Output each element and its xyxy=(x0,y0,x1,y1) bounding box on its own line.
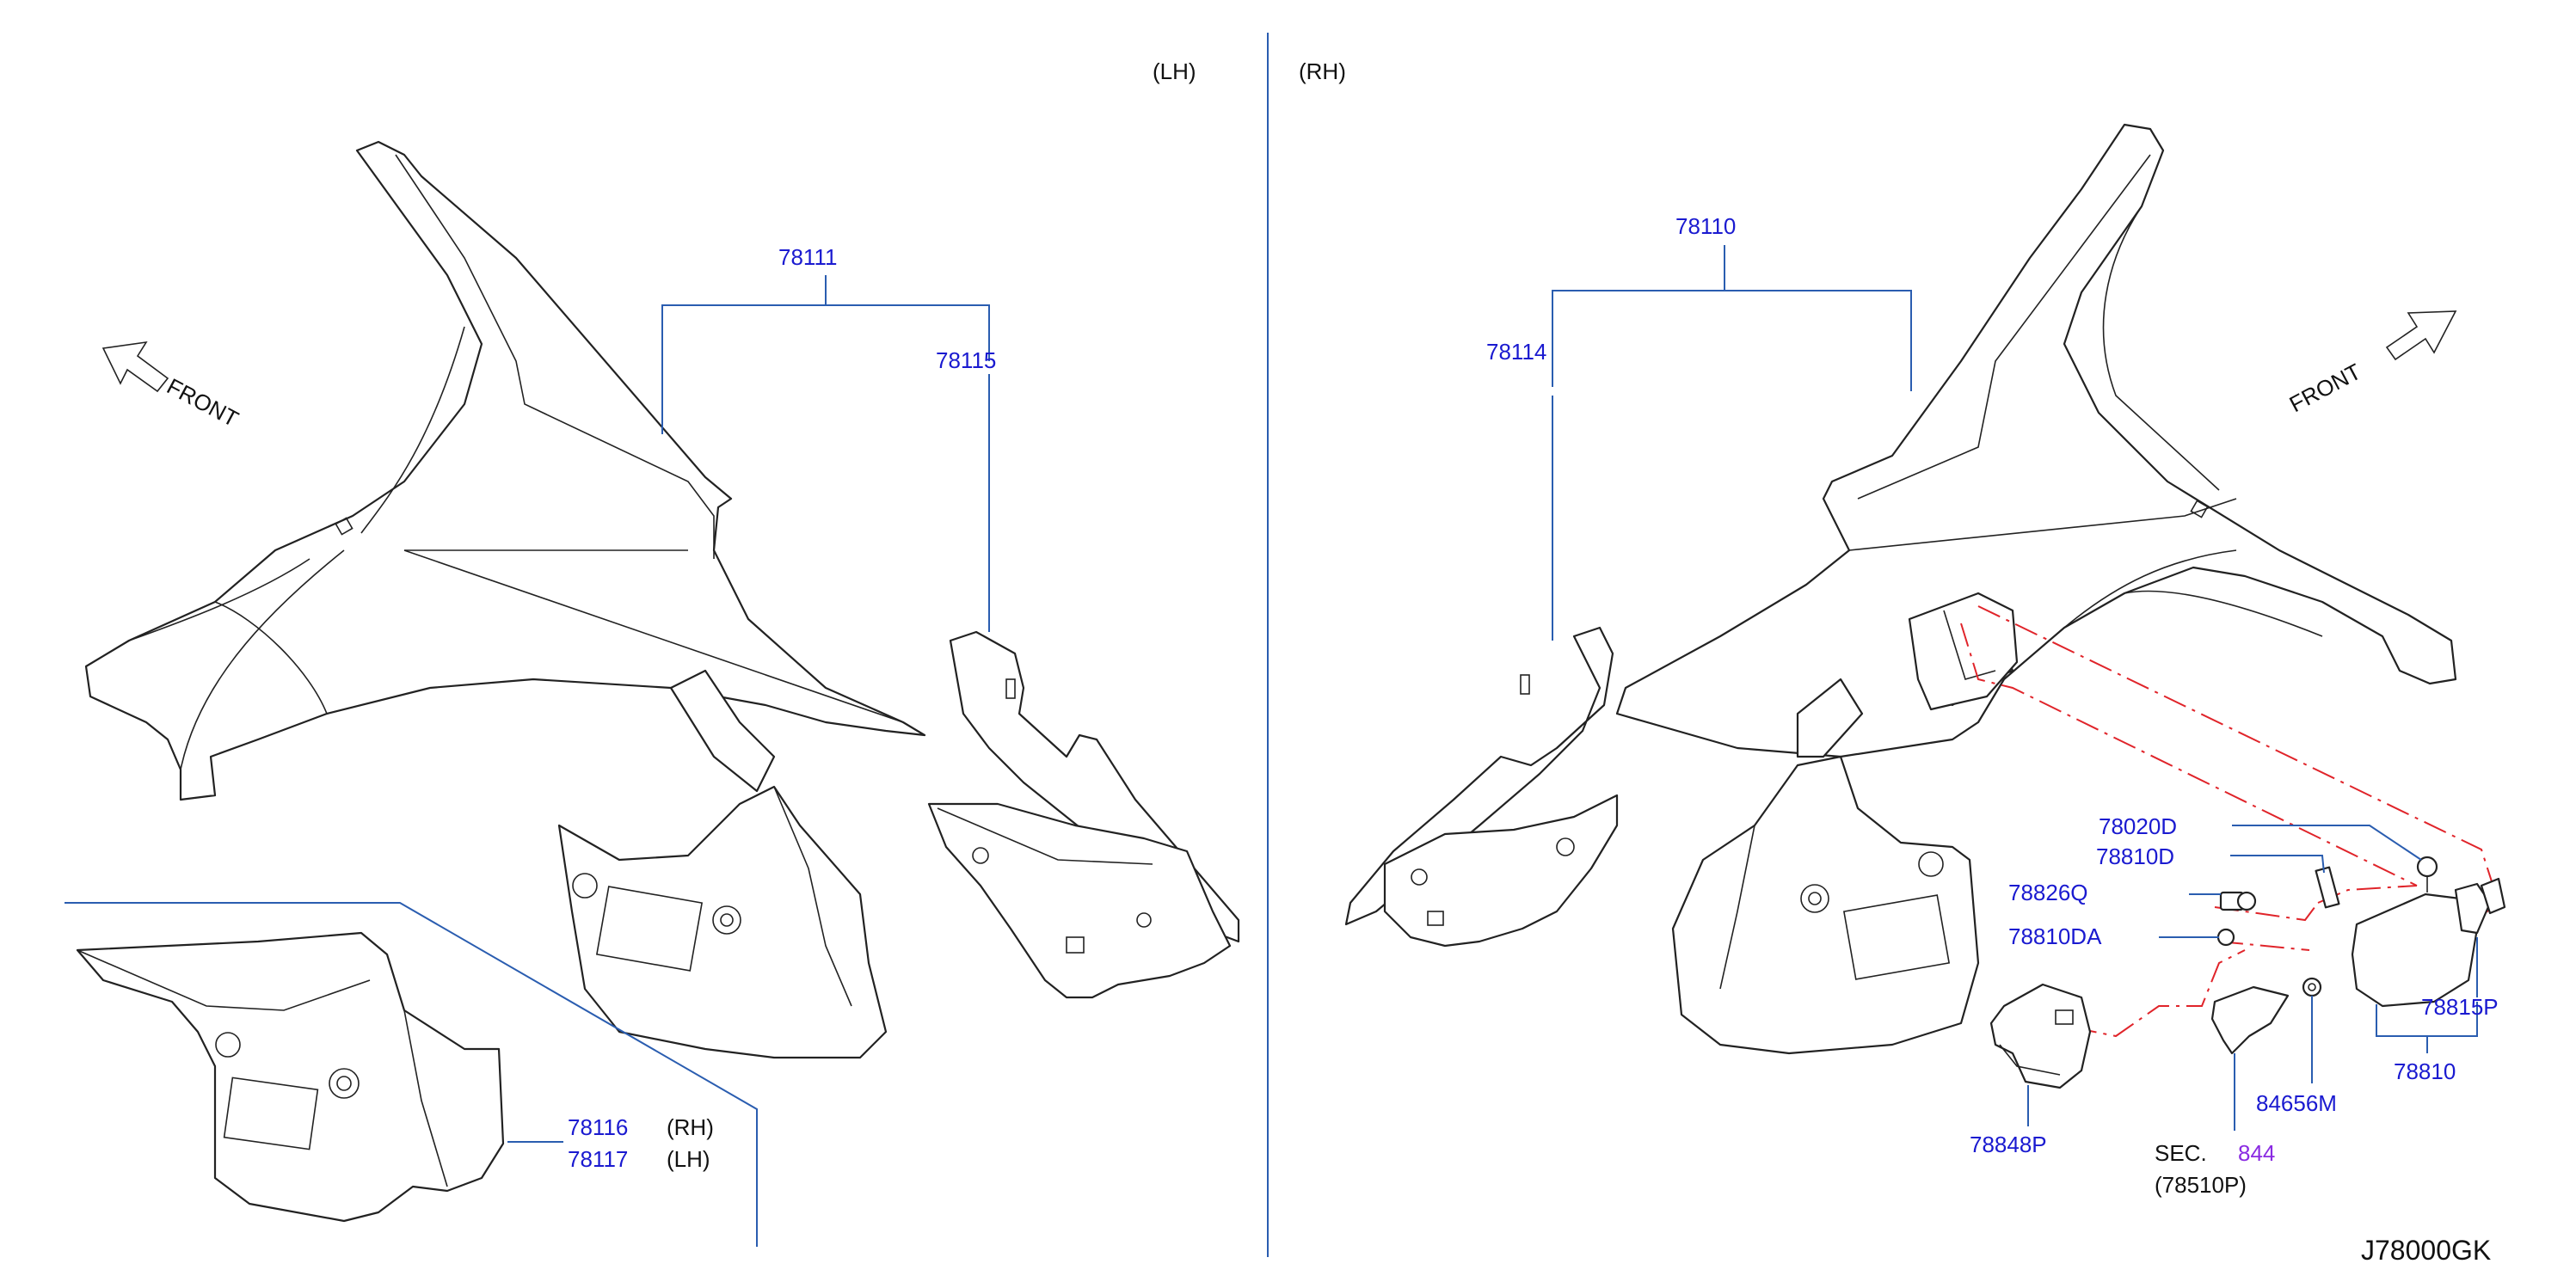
clip-78020d-icon xyxy=(2416,856,2438,893)
part-78115[interactable]: 78115 xyxy=(936,347,996,373)
actuator-sec844 xyxy=(2210,985,2290,1055)
inner-wheelhouse-lh xyxy=(557,669,888,1059)
part-84656m[interactable]: 84656M xyxy=(2256,1090,2337,1116)
diagram-code: J78000GK xyxy=(2361,1235,2491,1266)
bumper-78810da-icon xyxy=(2216,928,2235,947)
assembly-line-c xyxy=(2214,902,2319,922)
section-ref: (78510P) xyxy=(2155,1172,2247,1198)
part-78826q[interactable]: 78826Q xyxy=(2008,880,2088,905)
part-78810d[interactable]: 78810D xyxy=(2096,844,2174,869)
part-78848p[interactable]: 78848P xyxy=(1970,1132,2047,1157)
inset-panel-78116 xyxy=(76,931,505,1223)
spring-84656m-icon xyxy=(2302,977,2322,997)
part-78117[interactable]: 78117 xyxy=(568,1146,628,1172)
leader-78810d xyxy=(2230,855,2325,874)
inner-pieces-78114 xyxy=(1344,626,1619,948)
panel-78110 xyxy=(1615,123,2457,758)
part-78111[interactable]: 78111 xyxy=(778,244,837,270)
front-label-left: FRONT xyxy=(163,373,243,432)
part-78117-side: (LH) xyxy=(667,1146,710,1172)
part-78114[interactable]: 78114 xyxy=(1486,339,1546,365)
part-78810[interactable]: 78810 xyxy=(2394,1058,2456,1084)
part-78810da[interactable]: 78810DA xyxy=(2008,923,2102,949)
part-78815p[interactable]: 78815P xyxy=(2421,994,2499,1020)
label-lh: (LH) xyxy=(1153,58,1196,84)
inner-pieces-78115 xyxy=(927,630,1240,999)
fuel-filler-opening xyxy=(1908,592,2019,711)
bumper-78826q-icon xyxy=(2219,891,2257,911)
filler-lid-78810 xyxy=(2351,877,2506,1008)
part-78116-side: (RH) xyxy=(667,1114,714,1140)
assembly-line-d xyxy=(2218,941,2310,951)
leader-78020d xyxy=(2232,825,2422,861)
part-78116[interactable]: 78116 xyxy=(568,1114,628,1140)
label-rh: (RH) xyxy=(1299,58,1346,84)
panel-78111 xyxy=(84,140,926,801)
section-prefix: SEC. xyxy=(2155,1140,2207,1166)
inset-border xyxy=(65,902,758,1247)
spacer-78810d-icon xyxy=(2315,866,2340,909)
base-78848p xyxy=(1989,983,2092,1089)
section-number[interactable]: 844 xyxy=(2238,1140,2275,1166)
front-label-right: FRONT xyxy=(2285,359,2365,418)
front-arrow-left-icon xyxy=(101,340,169,393)
leader-78110 xyxy=(1552,290,1912,391)
part-78110[interactable]: 78110 xyxy=(1675,213,1736,239)
front-arrow-right-icon xyxy=(2385,310,2457,361)
assembly-line-b xyxy=(1960,623,2418,886)
inner-wheelhouse-rh xyxy=(1671,678,1980,1055)
part-78020d[interactable]: 78020D xyxy=(2099,813,2177,839)
